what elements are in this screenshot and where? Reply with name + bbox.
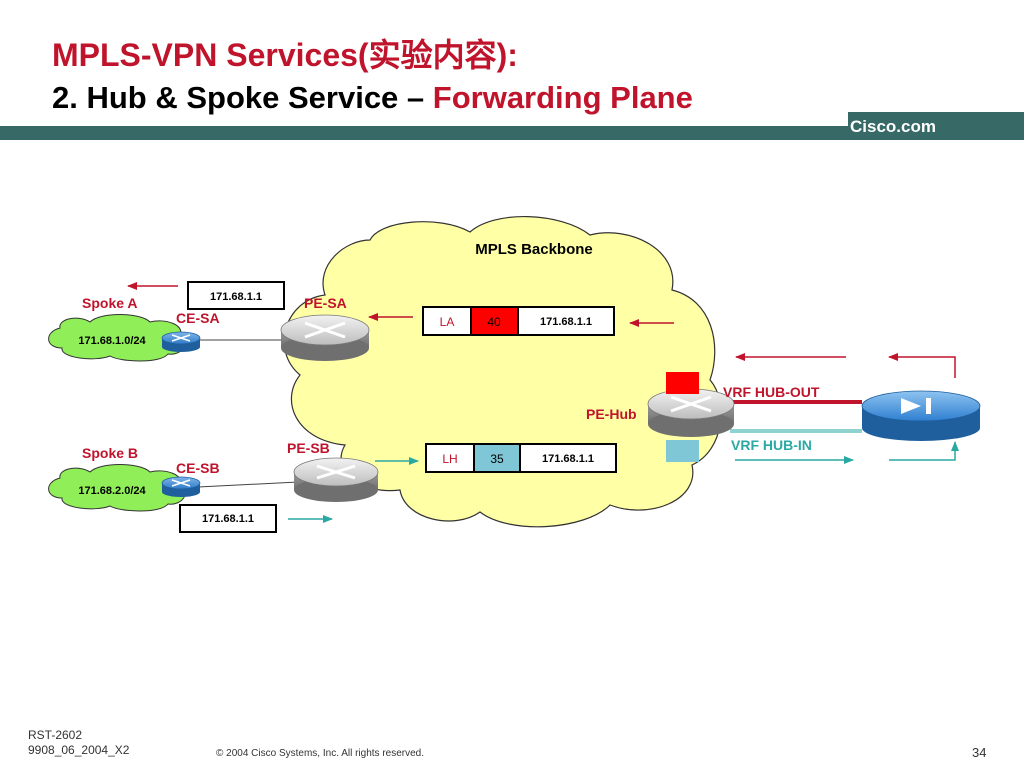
- spoke-b-label: Spoke B: [82, 445, 138, 461]
- ce-sa-router-icon: [161, 331, 201, 352]
- label-vpn-top: 40: [487, 315, 501, 329]
- label-ip-bottom: 171.68.1.1: [542, 453, 594, 465]
- label-ip-top: 171.68.1.1: [540, 316, 592, 328]
- footer-code: RST-2602 9908_06_2004_X2: [28, 728, 129, 758]
- spoke-b-prefix: 171.68.2.0/24: [78, 485, 146, 497]
- vrf-hub-out-label: VRF HUB-OUT: [723, 384, 820, 400]
- pe-hub-label: PE-Hub: [586, 406, 637, 422]
- label-vpn-bottom: 35: [490, 452, 504, 466]
- slide-subtitle: 2. Hub & Spoke Service – Forwarding Plan…: [52, 80, 693, 116]
- hub-ce-router-icon: [861, 390, 981, 441]
- vrf-hub-in-label: VRF HUB-IN: [731, 437, 812, 453]
- pe-sa-router-icon: [280, 314, 370, 361]
- vrf-hub-in-interface: [666, 440, 699, 462]
- spoke-b-cloud: [48, 464, 186, 512]
- packet-spoke-b: 171.68.1.1: [179, 504, 277, 533]
- backbone-label: MPLS Backbone: [475, 241, 593, 258]
- ce-sa-label: CE-SA: [176, 310, 220, 326]
- packet-spoke-a-ip: 171.68.1.1: [210, 291, 262, 303]
- footer-code-line2: 9908_06_2004_X2: [28, 743, 130, 757]
- pe-sb-router-icon: [293, 457, 379, 502]
- pe-sa-label: PE-SA: [304, 295, 347, 311]
- header-band: [0, 126, 1024, 140]
- subtitle-prefix: 2. Hub & Spoke Service –: [52, 80, 433, 115]
- arrow-hub-ce-out: [888, 353, 956, 378]
- footer-code-line1: RST-2602: [28, 728, 83, 742]
- brand-label: Cisco.com: [848, 112, 1024, 140]
- label-outer-bottom: LH: [442, 452, 457, 466]
- vrf-hub-out-interface: [666, 372, 699, 394]
- page-number: 34: [972, 745, 987, 760]
- spoke-a-label: Spoke A: [82, 295, 138, 311]
- spoke-a-prefix: 171.68.1.0/24: [78, 335, 146, 347]
- link-cesb-pesb: [197, 481, 299, 488]
- subtitle-highlight: Forwarding Plane: [432, 80, 693, 115]
- packet-spoke-b-ip: 171.68.1.1: [202, 513, 254, 525]
- label-outer-top: LA: [440, 315, 455, 329]
- footer-copyright: © 2004 Cisco Systems, Inc. All rights re…: [216, 748, 425, 759]
- pe-hub-router-icon: [647, 388, 735, 437]
- ce-sb-router-icon: [161, 476, 201, 497]
- ce-sb-label: CE-SB: [176, 460, 220, 476]
- packet-spoke-a: 171.68.1.1: [187, 281, 285, 310]
- pe-sb-label: PE-SB: [287, 440, 330, 456]
- labeled-packet-top: LA 40 171.68.1.1: [422, 306, 615, 336]
- labeled-packet-bottom: LH 35 171.68.1.1: [425, 443, 617, 473]
- arrow-hub-ce-in: [889, 441, 959, 461]
- slide-title: MPLS-VPN Services(实验内容):: [52, 37, 518, 73]
